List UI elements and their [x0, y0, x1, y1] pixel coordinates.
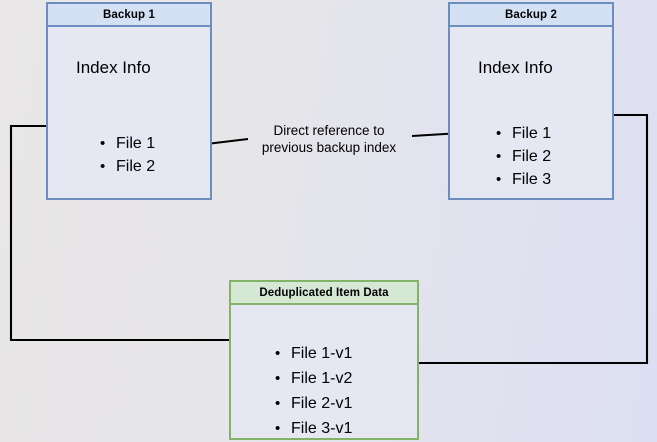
list-item: File 3-v1 — [273, 416, 352, 441]
node-backup1[interactable]: Backup 1 Index Info File 1 File 2 — [46, 2, 212, 200]
dedup-file-list: File 1-v1 File 1-v2 File 2-v1 File 3-v1 — [273, 341, 352, 441]
list-item: File 1 — [98, 132, 155, 155]
edge-label-direct-reference: Direct reference to previous backup inde… — [249, 122, 409, 156]
list-item: File 1-v1 — [273, 341, 352, 366]
node-dedup-header: Deduplicated Item Data — [231, 282, 417, 305]
list-item: File 3 — [494, 168, 551, 191]
backup2-index-info-label: Index Info — [478, 58, 553, 77]
list-item: File 1-v2 — [273, 366, 352, 391]
list-item: File 2 — [98, 155, 155, 178]
backup1-index-info-label: Index Info — [76, 58, 151, 77]
node-dedup-body: File 1-v1 File 1-v2 File 2-v1 File 3-v1 — [231, 305, 417, 441]
backup1-file-list: File 1 File 2 — [98, 132, 155, 178]
backup2-file-list: File 1 File 2 File 3 — [494, 122, 551, 191]
node-backup1-body: Index Info File 1 File 2 — [48, 27, 210, 198]
node-backup2-header: Backup 2 — [450, 4, 612, 27]
node-backup2-body: Index Info File 1 File 2 File 3 — [450, 27, 612, 198]
node-deduplicated-item-data[interactable]: Deduplicated Item Data File 1-v1 File 1-… — [229, 280, 419, 441]
edge-label-line-1: Direct reference to — [273, 123, 385, 138]
node-backup2[interactable]: Backup 2 Index Info File 1 File 2 File 3 — [448, 2, 614, 200]
node-backup1-header: Backup 1 — [48, 4, 210, 27]
list-item: File 2-v1 — [273, 391, 352, 416]
edge-label-line-2: previous backup index — [261, 140, 397, 155]
list-item: File 1 — [494, 122, 551, 145]
list-item: File 2 — [494, 145, 551, 168]
